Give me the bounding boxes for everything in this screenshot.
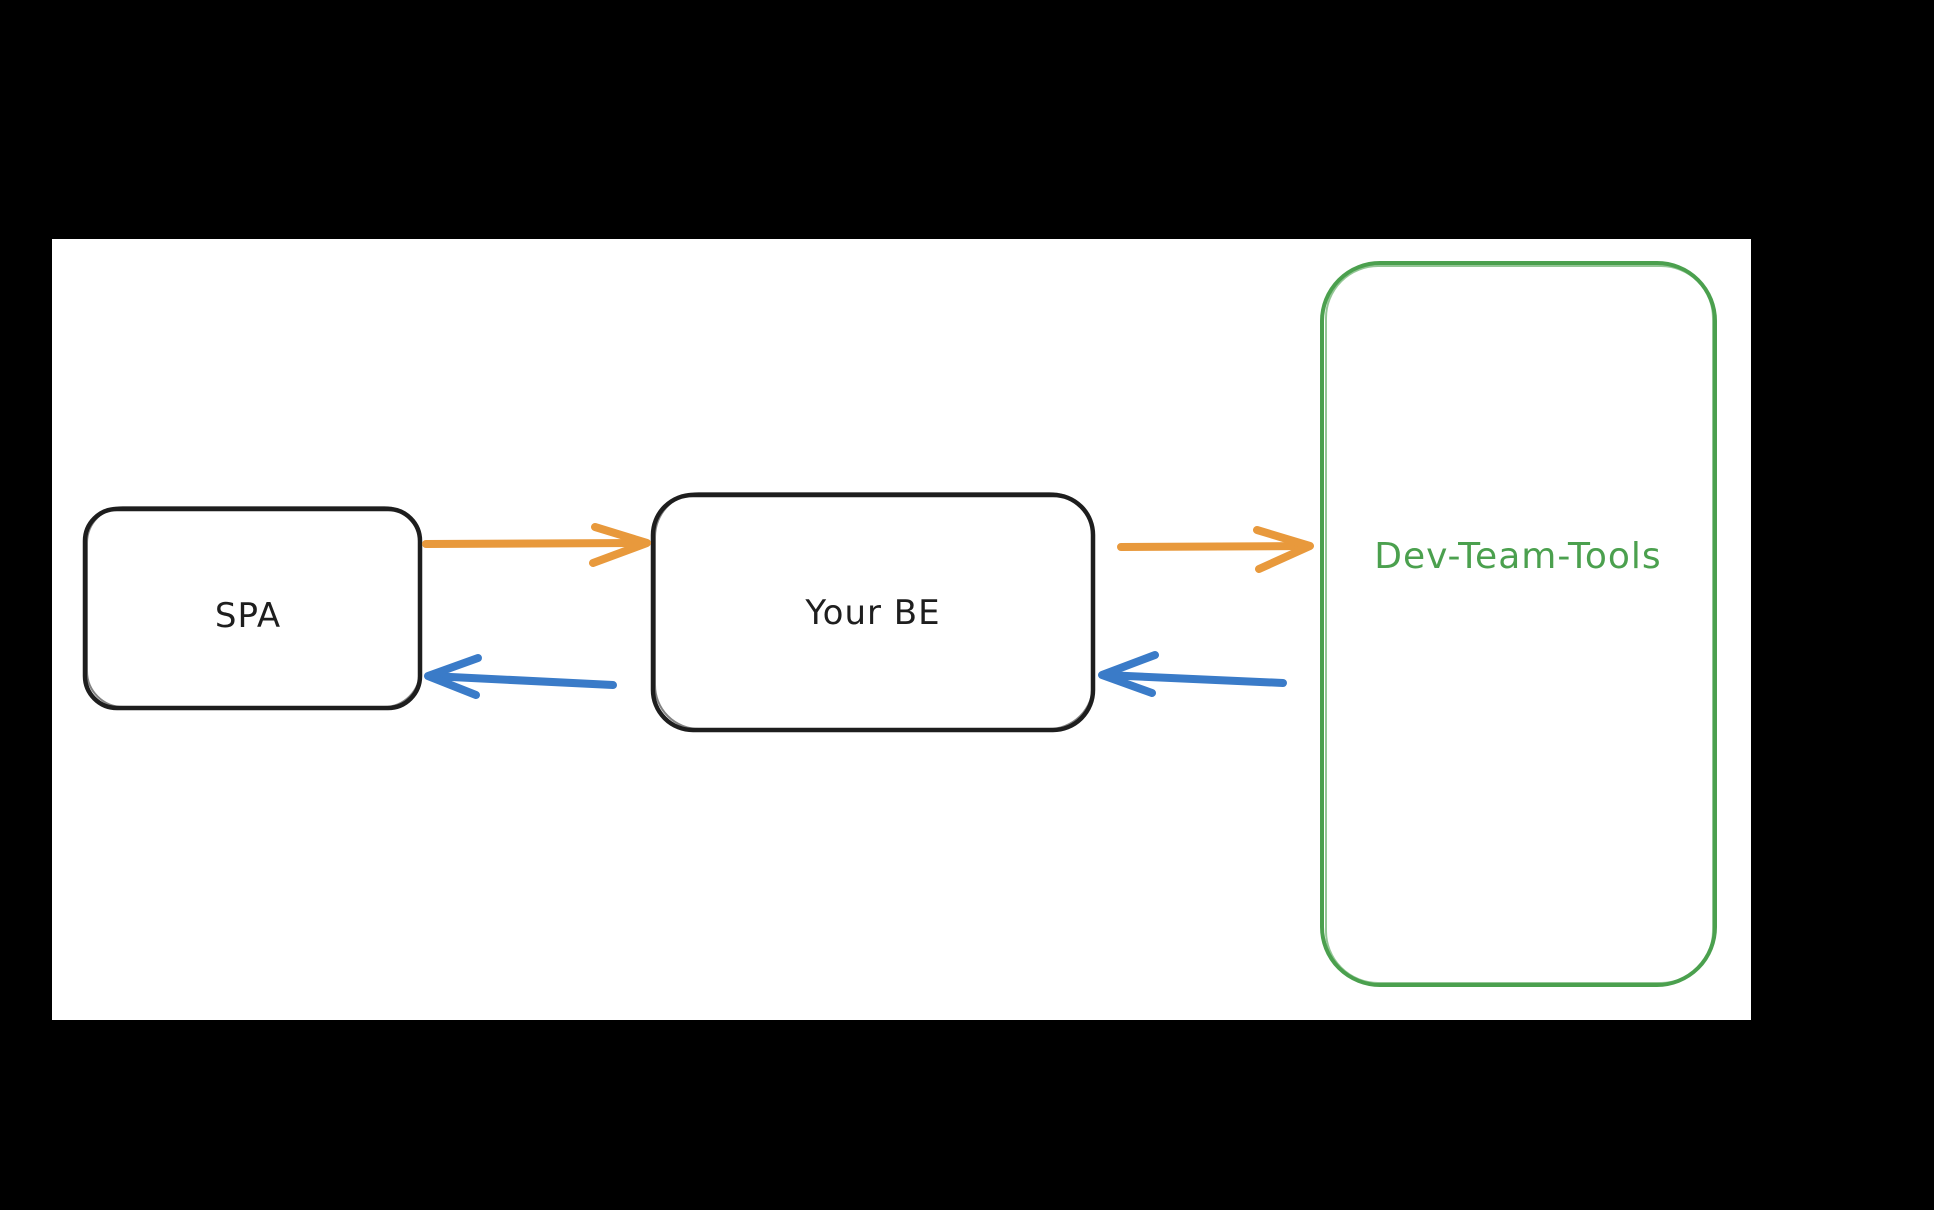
arrow-your-be-to-dev-team-tools	[1117, 526, 1314, 573]
node-your-be	[650, 492, 1096, 733]
node-spa	[82, 506, 423, 711]
arrow-your-be-to-spa	[424, 654, 617, 699]
node-your-be-label: Your BE	[804, 593, 940, 633]
node-dev-team-tools	[1320, 261, 1717, 987]
arrow-dev-team-tools-to-your-be	[1098, 651, 1287, 697]
node-dev-team-tools-label: Dev-Team-Tools	[1374, 536, 1661, 577]
diagram-svg: SPA Your BE Dev-Team-Tools	[82, 261, 1717, 987]
whiteboard-canvas: SPA Your BE Dev-Team-Tools	[52, 239, 1751, 1020]
arrow-spa-to-your-be	[422, 523, 651, 567]
node-spa-label: SPA	[215, 596, 281, 636]
